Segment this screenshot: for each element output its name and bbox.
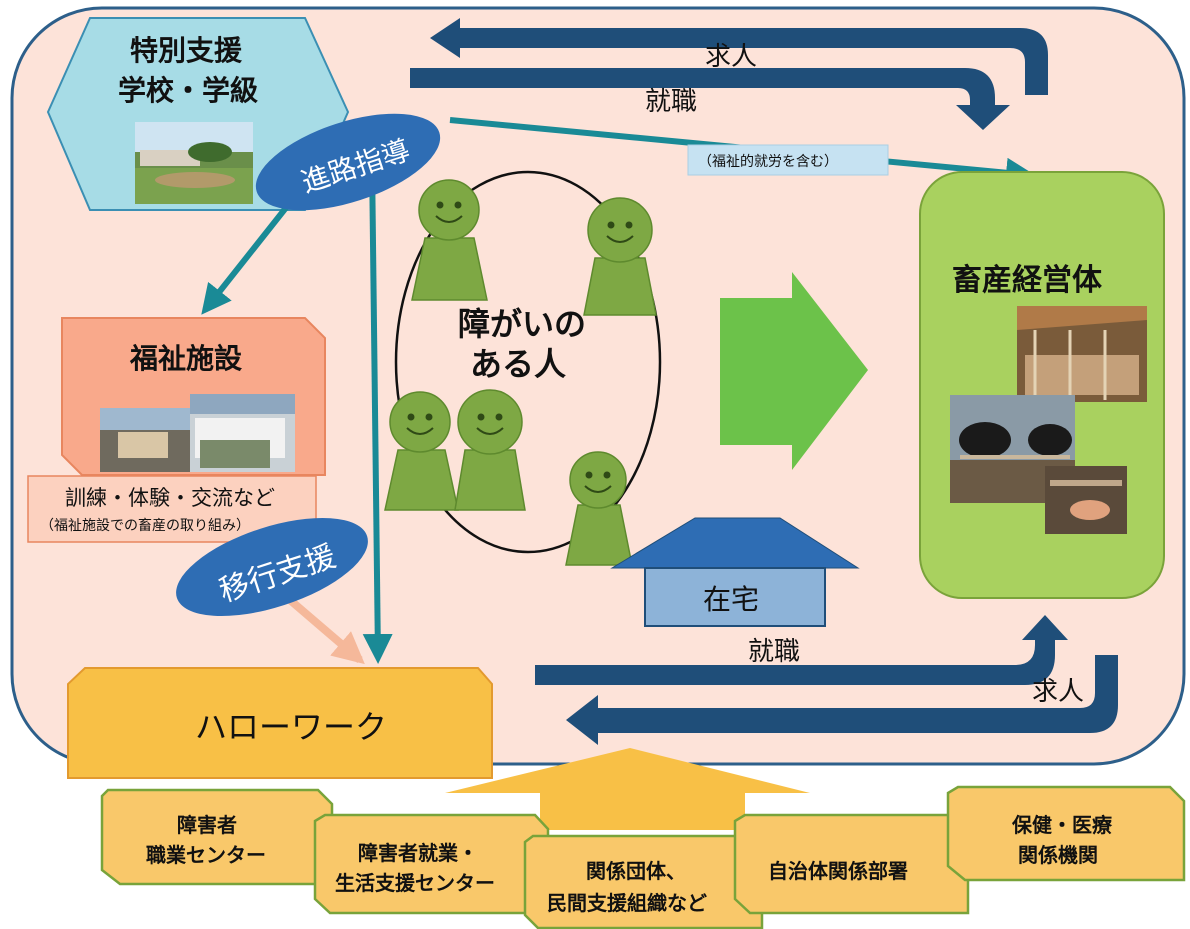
support-org-line2: 関係機関 (1018, 843, 1098, 867)
support-org-box (946, 785, 1186, 882)
school-label-line2: 学校・学級 (118, 74, 258, 107)
welfare-facility-label: 福祉施設 (129, 342, 243, 375)
people-group-outline (394, 170, 662, 554)
hello-work-box (67, 667, 493, 779)
job-offer-bottom-arrow (566, 655, 1118, 745)
livestock-label: 畜産経営体 (952, 263, 1103, 298)
support-org-line2: 生活支援センター (335, 871, 495, 895)
welfare-work-note-box (687, 144, 889, 176)
employment-bottom-arrow (535, 615, 1068, 685)
person-figure (454, 389, 526, 511)
support-org-line1: 保健・医療 (1011, 813, 1112, 837)
job-offer-bottom-label: 求人 (1032, 677, 1084, 707)
support-org-box (100, 788, 334, 886)
barn-photo (1017, 306, 1147, 402)
training-line1: 訓練・体験・交流など (65, 486, 275, 510)
support-org-line1: 障害者 (177, 813, 237, 837)
person-figure (384, 391, 459, 511)
home-label: 在宅 (703, 583, 759, 616)
big-green-arrow (720, 272, 868, 470)
employment-top-arrow (410, 68, 1010, 130)
employment-bottom-label: 就職 (748, 637, 800, 667)
person-figure (411, 179, 488, 301)
guidance-to-welfare-arrow (201, 188, 303, 315)
school-photo (135, 122, 253, 204)
support-up-arrow (445, 748, 810, 830)
support-org-box (313, 813, 550, 915)
pig-photo (1045, 466, 1127, 534)
job-offer-top-label: 求人 (705, 42, 757, 72)
school-label-line1: 特別支援 (130, 34, 243, 67)
welfare-work-note: （福祉的就労を含む） (698, 154, 838, 170)
welfare-photo-2 (190, 394, 295, 472)
people-label-line2: ある人 (470, 345, 566, 383)
person-figure (565, 451, 633, 566)
home-house (610, 517, 860, 627)
support-org-line2: 民間支援組織など (547, 891, 707, 915)
guidance-to-hellowork-arrow (362, 159, 393, 664)
transition-arrow (287, 596, 365, 665)
support-org-line1: 障害者就業・ (358, 841, 478, 865)
support-org-line2: 職業センター (146, 843, 266, 867)
hello-work-label: ハローワーク (195, 708, 387, 746)
employment-top-label: 就職 (645, 87, 697, 117)
people-label-line1: 障がいの (458, 305, 586, 343)
support-org-line1: 関係団体、 (586, 859, 686, 883)
welfare-photo-1 (100, 408, 192, 472)
support-org-line1: 自治体関係部署 (768, 859, 908, 883)
person-figure (583, 197, 657, 316)
career-guidance-oval (255, 113, 441, 211)
smile-faces (406, 201, 634, 493)
transition-support-oval (176, 517, 368, 617)
training-line2: （福祉施設での畜産の取り組み） (40, 518, 250, 534)
job-offer-top-arrow (430, 18, 1048, 95)
